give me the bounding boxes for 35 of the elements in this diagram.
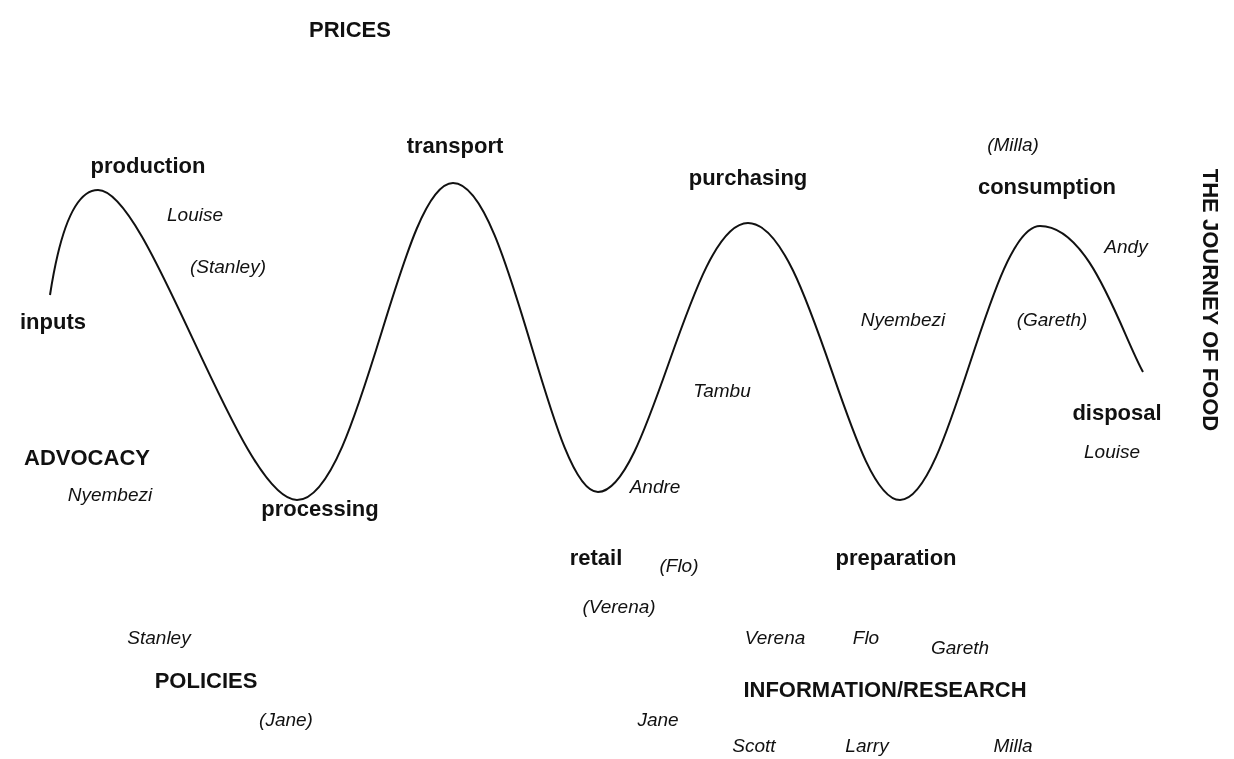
name-label: (Verena)	[582, 596, 656, 618]
stage-label: inputs	[20, 309, 86, 335]
stage-label: ADVOCACY	[24, 445, 150, 471]
stage-label: disposal	[1072, 400, 1162, 426]
vertical-title: THE JOURNEY OF FOOD	[1197, 168, 1223, 432]
name-label: Andy	[1104, 236, 1148, 258]
stage-label: POLICIES	[154, 668, 258, 694]
stage-label: consumption	[977, 174, 1117, 200]
stage-label: PRICES	[309, 17, 391, 43]
name-label: Scott	[732, 735, 776, 757]
name-label: Tambu	[693, 380, 751, 402]
name-label: Larry	[845, 735, 889, 757]
name-label: Gareth	[930, 637, 990, 659]
name-label: Nyembezi	[860, 309, 946, 331]
stage-label: retail	[569, 545, 623, 571]
name-label: (Milla)	[987, 134, 1039, 156]
stage-label: INFORMATION/RESEARCH	[743, 677, 1027, 703]
name-label: (Jane)	[259, 709, 313, 731]
stage-label: preparation	[835, 545, 957, 571]
stage-label: purchasing	[688, 165, 808, 191]
name-label: Milla	[993, 735, 1033, 757]
name-label: Nyembezi	[67, 484, 153, 506]
name-label: Louise	[1084, 441, 1140, 463]
stage-label: production	[90, 153, 206, 179]
name-label: (Flo)	[659, 555, 699, 577]
stage-label: transport	[406, 133, 504, 159]
name-label: (Gareth)	[1016, 309, 1088, 331]
name-label: Jane	[637, 709, 679, 731]
name-label: Flo	[852, 627, 880, 649]
name-label: Andre	[629, 476, 681, 498]
name-label: Stanley	[127, 627, 191, 649]
name-label: Verena	[744, 627, 806, 649]
stage-label: processing	[261, 496, 379, 522]
name-label: Louise	[167, 204, 223, 226]
name-label: (Stanley)	[190, 256, 266, 278]
